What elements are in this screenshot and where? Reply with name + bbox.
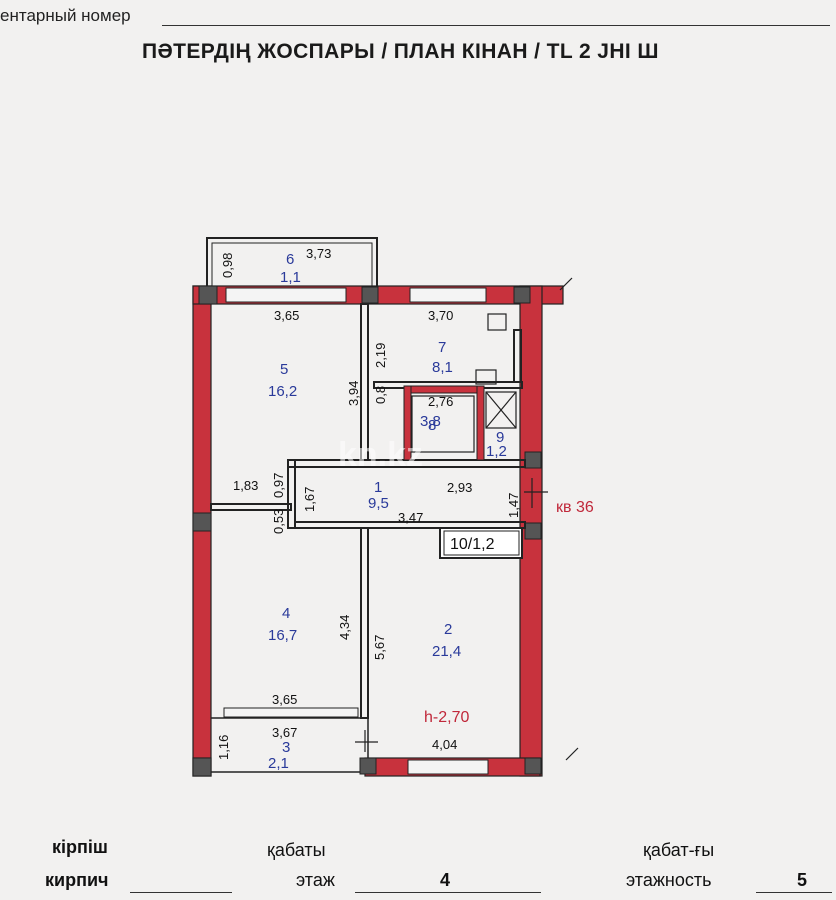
dim-label: 2,93 (447, 480, 472, 495)
dim-label: 3,47 (398, 510, 423, 525)
pillars (192, 285, 542, 777)
material-label-kz: кірпіш (52, 837, 108, 857)
dim-label: 3,73 (306, 246, 331, 261)
room-number: 4 (282, 605, 290, 622)
dim-label: 0,97 (271, 473, 286, 498)
watermark: kn.kz (338, 436, 423, 474)
dim-label: 4,04 (432, 737, 457, 752)
floors-value: 5 (797, 870, 808, 890)
inventory-number-rule (162, 25, 830, 26)
floor-label-kz: қабаты (267, 840, 326, 860)
dim-label: 0,8 (373, 386, 388, 404)
bathroom-walls (403, 385, 485, 461)
dim-label: 1,47 (506, 493, 521, 518)
storage-label: 10/1,2 (450, 536, 495, 553)
inventory-number-line: ентарный номер (0, 0, 836, 40)
dim-label: 3,70 (428, 308, 453, 323)
room-number: 6 (286, 251, 294, 268)
room-area: 16,7 (268, 627, 297, 644)
dim-label: 3,94 (346, 381, 361, 406)
dim-label: 5,67 (372, 635, 387, 660)
dim-label: 1,83 (233, 478, 258, 493)
dim-label: 3,65 (272, 692, 297, 707)
room-area: 8,1 (432, 359, 453, 376)
room-number: 5 (280, 361, 288, 378)
room-number: 7 (438, 339, 446, 356)
dim-label: 3,67 (272, 725, 297, 740)
dim-label: 0,98 (220, 253, 235, 278)
room-labels: 6 1,1 5 16,2 7 8,1 8 3,8 9 1,2 1 9,5 4 1… (268, 251, 507, 772)
floor-value: 4 (440, 870, 451, 890)
floors-label-kz: қабат-ғы (643, 840, 715, 860)
room-area: 2,1 (268, 755, 289, 772)
room-number: 1 (374, 479, 382, 496)
room-area: 16,2 (268, 383, 297, 400)
dim-label: 4,34 (337, 615, 352, 640)
plan-title: ПӘТЕРДІҢ ЖОСПАРЫ / ПЛАН КІНАН / ТL 2 JHI… (142, 40, 659, 63)
dim-label: 2,76 (428, 394, 453, 409)
inventory-number-label: ентарный номер (0, 6, 131, 25)
dim-label: 0,53 (271, 509, 286, 534)
room-number: 9 (496, 429, 504, 446)
material-rule (130, 892, 232, 893)
room-number: 3 (282, 739, 290, 756)
windows (223, 287, 489, 775)
room-number: 2 (444, 621, 452, 638)
floors-label-ru: этажность (626, 870, 712, 890)
room-area: 1,2 (486, 443, 507, 460)
dimension-labels: 0,98 3,73 3,65 3,70 2,19 3,94 0,8 2,76 1… (216, 246, 521, 760)
dim-label: 3,65 (274, 308, 299, 323)
floor-rule (355, 892, 541, 893)
door-marks (355, 277, 579, 761)
room-number: 8 (428, 417, 436, 434)
material-label-ru: кирпич (45, 870, 109, 890)
floor-label-ru: этаж (296, 870, 335, 890)
dim-label: 1,16 (216, 735, 231, 760)
room-area: 9,5 (368, 495, 389, 512)
dim-label: 1,67 (302, 487, 317, 512)
room-area: 3,8 (420, 413, 441, 430)
ceiling-height: h-2,70 (424, 709, 469, 726)
interior-walls (210, 303, 526, 719)
floors-rule (756, 892, 832, 893)
room-area: 1,1 (280, 269, 301, 286)
room-area: 21,4 (432, 643, 461, 660)
storage-room (439, 527, 523, 559)
dim-label: 2,19 (373, 343, 388, 368)
apartment-number: кв 36 (556, 499, 594, 516)
bathroom-fixtures (411, 313, 517, 453)
